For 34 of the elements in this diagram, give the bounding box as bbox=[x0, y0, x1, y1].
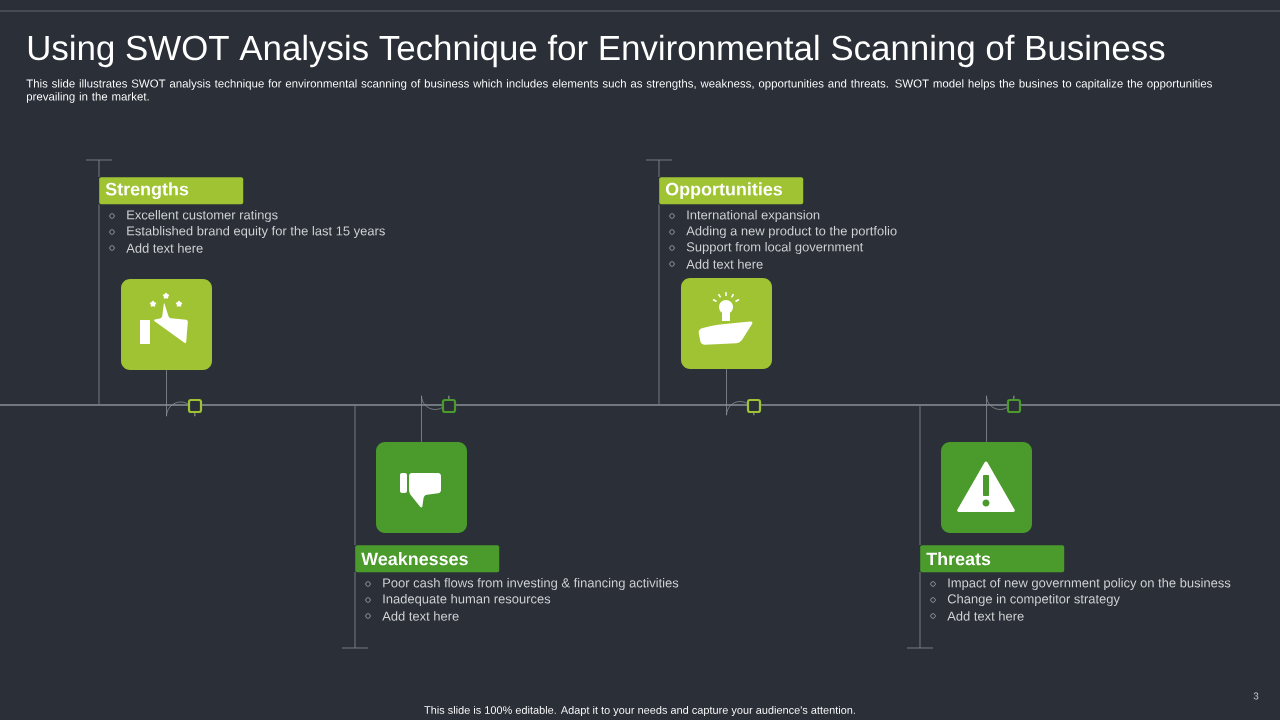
bullet-text: Impact of new government policy on the business bbox=[948, 577, 1231, 591]
connector-line bbox=[726, 368, 755, 416]
bullet-text: Add text here bbox=[126, 243, 203, 253]
footer-note: This slide is 100% editable. Adapt it to your needs and capture your audience's attention. bbox=[424, 705, 855, 717]
connector-line bbox=[166, 369, 196, 417]
bracket-line bbox=[354, 405, 356, 546]
bullet-text: Add text here bbox=[382, 611, 459, 621]
bullet-text: Inadequate human resources bbox=[383, 593, 551, 607]
thumbs-up-icon bbox=[121, 279, 212, 370]
bracket-line bbox=[98, 204, 100, 405]
thumbs-down-icon bbox=[376, 442, 467, 533]
bullet-text: Poor cash flows from investing & financing activities bbox=[383, 577, 679, 591]
connector-line bbox=[421, 395, 450, 443]
heading-band: Opportunities bbox=[659, 177, 804, 205]
hand-lightbulb-icon bbox=[681, 278, 772, 369]
page-number: 3 bbox=[1253, 692, 1259, 700]
bullet-text: Add text here bbox=[686, 259, 763, 269]
bullet-text: International expansion bbox=[687, 209, 820, 223]
timeline-bar bbox=[0, 404, 1280, 406]
heading-band: Threats bbox=[920, 545, 1065, 573]
heading-band: Weaknesses bbox=[355, 545, 500, 573]
description-text: This slide illustrates SWOT analysis technique for environmental scanning of business which includes elements such as strengths, weakness, opportunities and threats. SWOT model helps the busines to capitalize the opportunities prevailing in the market. bbox=[26, 79, 1212, 103]
warning-icon bbox=[941, 442, 1032, 533]
bullet-text: Adding a new product to the portfolio bbox=[686, 225, 897, 239]
bullet-text: Established brand equity for the last 15 years bbox=[127, 225, 385, 239]
connector-line bbox=[986, 395, 1015, 443]
bracket-line bbox=[658, 204, 660, 405]
bullet-text: Excellent customer ratings bbox=[127, 209, 278, 223]
bullet-text: Change in competitor strategy bbox=[947, 593, 1120, 607]
slide-title: Using SWOT Analysis Technique for Environmental Scanning of Business bbox=[28, 34, 1165, 68]
bullet-text: Add text here bbox=[947, 611, 1024, 621]
bracket-line bbox=[919, 405, 921, 546]
bullet-text: Support from local government bbox=[686, 241, 864, 255]
heading-band: Strengths bbox=[99, 177, 244, 205]
